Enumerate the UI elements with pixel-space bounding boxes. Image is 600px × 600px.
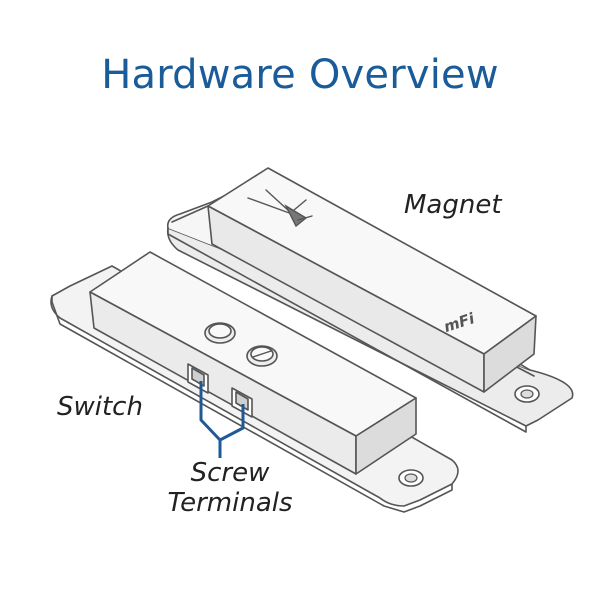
screw-terminals-label-line2: Terminals	[167, 488, 293, 518]
screw-terminal-callout	[199, 381, 245, 458]
switch-screw-1	[204, 322, 236, 344]
screw-terminals-label: Screw Terminals	[150, 458, 310, 518]
magnet-label: Magnet	[404, 190, 502, 220]
switch-label: Switch	[57, 392, 143, 422]
switch-screw-2	[246, 345, 278, 367]
switch-part	[50, 251, 459, 513]
screw-terminal-2	[231, 387, 253, 418]
screw-terminals-label-line1: Screw	[190, 458, 270, 488]
diagram-title: Hardware Overview	[101, 52, 499, 98]
ubiquiti-logo-icon	[247, 189, 313, 228]
